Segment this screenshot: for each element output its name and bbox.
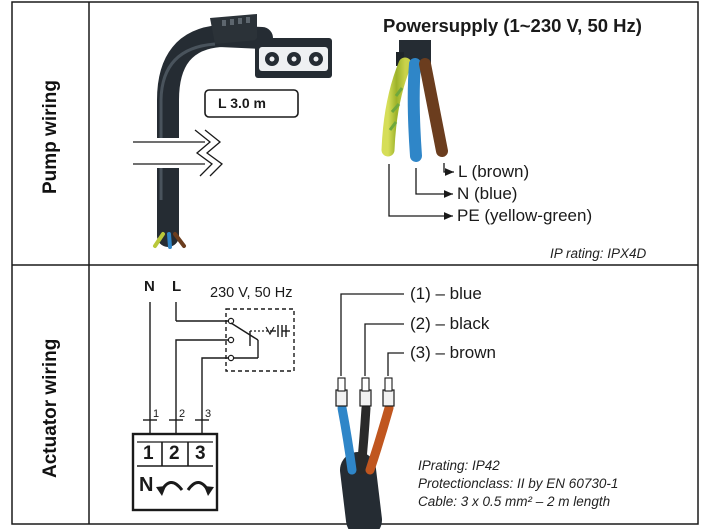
actuator-wire-3: (3) – brown <box>410 343 496 362</box>
spec-cable: Cable: 3 x 0.5 mm² – 2 m length <box>418 494 611 509</box>
pump-ip-rating: IP rating: IPX4D <box>550 246 647 261</box>
cable-length-label: L 3.0 m <box>218 95 266 111</box>
power-cable <box>381 40 448 162</box>
pump-cable-end-wires <box>153 222 186 249</box>
terminal-number-3: 3 <box>205 408 212 420</box>
actuator-schematic <box>143 302 295 434</box>
pump-connector <box>210 14 332 78</box>
table-frame <box>11 1 699 525</box>
actuator-wire-leaders <box>340 293 404 376</box>
wire-label-l: L (brown) <box>458 162 530 181</box>
actuator-row-label: Actuator wiring <box>40 338 61 478</box>
terminal-number-2: 2 <box>179 408 186 420</box>
actuator-wire-1: (1) – blue <box>410 284 482 303</box>
wire-label-n: N (blue) <box>457 184 518 203</box>
pump-row-label: Pump wiring <box>40 80 61 194</box>
terminal-n-label: N <box>144 278 155 295</box>
actuator-cable <box>335 377 395 529</box>
terminal-block <box>131 432 219 512</box>
terminal-l-label: L <box>172 278 182 295</box>
terminal-number-1: 1 <box>153 408 160 420</box>
cable-length-box <box>204 89 299 118</box>
spec-ip-rating: IPrating: IP42 <box>418 458 500 473</box>
wire-label-pe: PE (yellow-green) <box>457 206 593 225</box>
block-number-2: 2 <box>169 443 180 464</box>
power-wire-leaders <box>388 163 454 220</box>
actuator-wire-2: (2) – black <box>410 314 490 333</box>
actuator-voltage-label: 230 V, 50 Hz <box>210 285 293 301</box>
power-supply-title: Powersupply (1~230 V, 50 Hz) <box>383 15 642 36</box>
block-number-1: 1 <box>143 443 154 464</box>
block-number-3: 3 <box>195 443 206 464</box>
block-symbol-n: N <box>139 474 154 496</box>
spec-protection-class: Protectionclass: II by EN 60730-1 <box>418 476 619 491</box>
cable-break-mark <box>130 129 223 177</box>
